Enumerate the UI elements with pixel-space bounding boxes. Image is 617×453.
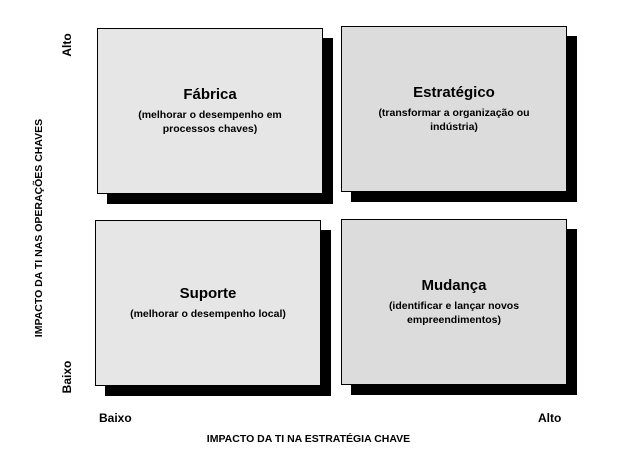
quadrant-box: Mudança (identificar e lançar novos empr… xyxy=(341,219,567,385)
x-axis-title: IMPACTO DA TI NA ESTRATÉGIA CHAVE xyxy=(206,433,411,445)
quadrant-title: Mudança xyxy=(421,277,487,294)
x-axis-high-label: Alto xyxy=(538,411,562,425)
quadrant-description: (identificar e lançar novos empreendimen… xyxy=(388,300,520,326)
quadrant-description: (melhorar o desempenho local) xyxy=(130,308,286,320)
quadrant-description: (melhorar o desempenho em processos chav… xyxy=(138,109,282,135)
quadrant-mudanca: Mudança (identificar e lançar novos empr… xyxy=(341,219,577,395)
quadrant-estrategico: Estratégico (transformar a organização o… xyxy=(341,26,577,202)
x-axis-low-label: Baixo xyxy=(99,411,132,425)
quadrant-suporte: Suporte (melhorar o desempenho local) xyxy=(95,220,331,396)
y-axis-low-label: Baixo xyxy=(60,360,74,394)
quadrant-box: Fábrica (melhorar o desempenho em proces… xyxy=(97,28,323,194)
quadrant-box: Estratégico (transformar a organização o… xyxy=(341,26,567,192)
quadrant-title: Estratégico xyxy=(413,84,495,101)
quadrant-title: Suporte xyxy=(179,285,237,302)
y-axis-title: IMPACTO DA TI NAS OPERAÇÕES CHAVES xyxy=(33,118,45,338)
quadrant-fabrica: Fábrica (melhorar o desempenho em proces… xyxy=(97,28,333,204)
quadrant-title: Fábrica xyxy=(183,86,237,103)
y-axis-high-label: Alto xyxy=(60,33,74,57)
quadrant-box: Suporte (melhorar o desempenho local) xyxy=(95,220,321,386)
quadrant-description: (transformar a organização ou indústria) xyxy=(378,107,530,133)
